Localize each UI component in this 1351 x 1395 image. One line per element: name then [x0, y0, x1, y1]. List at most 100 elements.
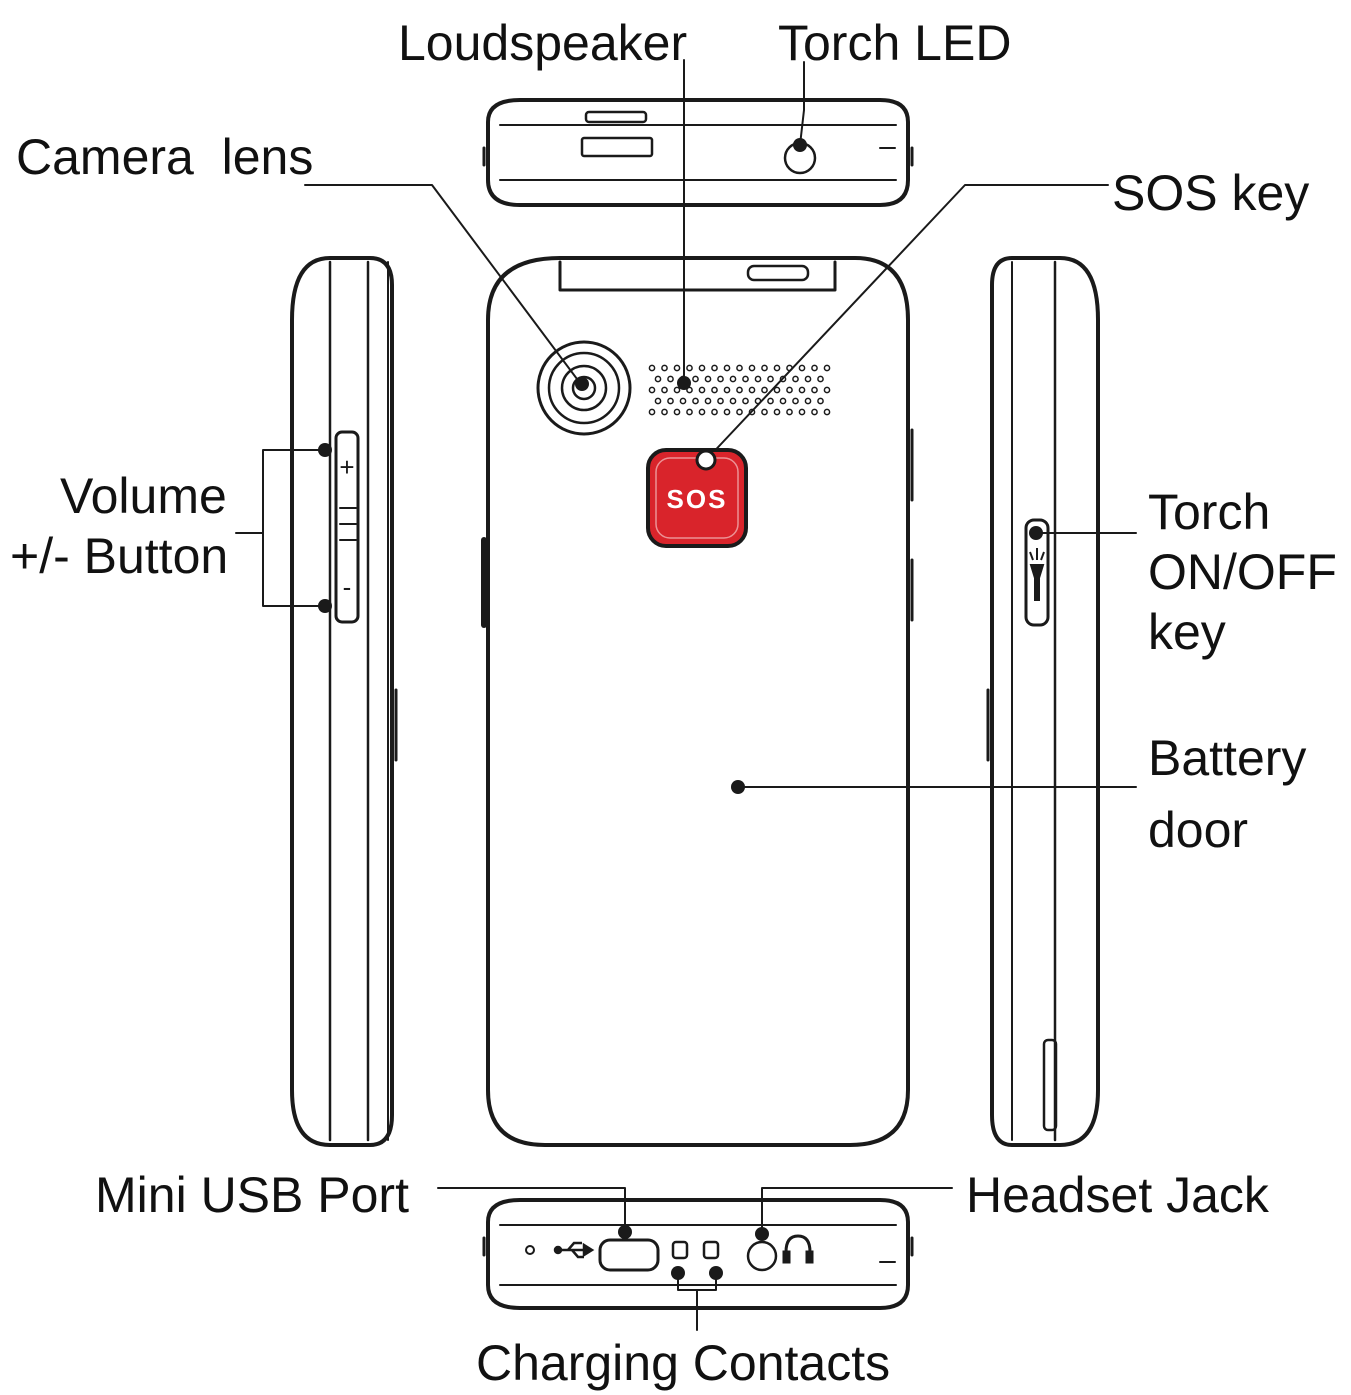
grill-hole: [711, 408, 718, 416]
grill-hole: [698, 364, 706, 372]
dot-volume-plus: [318, 443, 332, 457]
label-battery-line2: door: [1148, 802, 1249, 858]
label-loudspeaker: Loudspeaker: [398, 15, 688, 71]
grill-hole: [792, 375, 799, 383]
grill-hole: [798, 386, 806, 394]
grill-hole: [811, 386, 818, 394]
grill-hole: [742, 397, 749, 405]
grill-hole: [654, 397, 662, 405]
grill-hole: [761, 364, 768, 372]
grill-hole: [692, 375, 699, 383]
grill-hole: [817, 397, 824, 405]
grill-hole: [686, 364, 693, 372]
dot-charging-a: [671, 1266, 685, 1280]
torch-icon: [1029, 548, 1045, 601]
grill-hole: [667, 375, 674, 383]
grill-hole: [667, 397, 674, 405]
phone-left-side-view: [290, 256, 398, 1147]
grill-hole: [679, 397, 687, 405]
grill-hole: [748, 386, 756, 394]
grill-hole: [786, 386, 793, 394]
grill-hole: [823, 364, 831, 372]
grill-hole: [661, 408, 668, 416]
grill-hole: [748, 364, 756, 372]
camera-lens-graphic: [536, 340, 632, 436]
grill-hole: [673, 364, 681, 372]
grill-hole: [711, 364, 718, 372]
dot-mini-usb: [618, 1225, 632, 1239]
grill-hole: [798, 408, 806, 416]
grill-hole: [723, 364, 731, 372]
phone-back-view: [481, 256, 914, 1147]
label-torch-key-line3: key: [1148, 604, 1226, 660]
grill-hole: [661, 386, 668, 394]
label-battery-door: Battery door: [1148, 722, 1306, 866]
phone-right-side-view: [986, 256, 1100, 1147]
dot-torch-key: [1029, 526, 1043, 540]
dot-torch-led: [793, 138, 807, 152]
grill-hole: [742, 375, 749, 383]
dot-volume-minus: [318, 599, 332, 613]
dot-charging-b: [709, 1266, 723, 1280]
grill-hole: [648, 386, 656, 394]
label-volume-button: Volume +/- Button: [10, 466, 228, 586]
grill-hole: [698, 386, 706, 394]
grill-hole: [704, 397, 712, 405]
dot-battery: [731, 780, 745, 794]
grill-hole: [823, 408, 831, 416]
grill-hole: [723, 386, 731, 394]
grill-hole: [817, 375, 824, 383]
leader-dots: [318, 138, 1043, 1280]
grill-hole: [823, 386, 831, 394]
grill-hole: [804, 397, 812, 405]
grill-hole: [717, 375, 724, 383]
grill-hole: [798, 364, 806, 372]
dot-loudspeaker: [677, 376, 691, 390]
grill-hole: [692, 397, 699, 405]
label-volume-line2: +/- Button: [10, 528, 229, 584]
leader-lines: [235, 59, 1137, 1331]
label-charging-contacts: Charging Contacts: [476, 1335, 891, 1391]
grill-hole: [792, 397, 799, 405]
grill-hole: [767, 375, 774, 383]
sos-button-graphic: SOS: [646, 448, 748, 548]
label-mini-usb: Mini USB Port: [95, 1167, 409, 1223]
grill-hole: [767, 397, 774, 405]
label-torch-key-line1: Torch: [1148, 484, 1271, 540]
grill-hole: [761, 408, 768, 416]
label-battery-line1: Battery: [1148, 730, 1307, 786]
grill-hole: [748, 408, 756, 416]
grill-hole: [773, 408, 781, 416]
label-torch-key-line2: ON/OFF: [1148, 544, 1337, 600]
grill-hole: [761, 386, 768, 394]
grill-hole: [686, 386, 693, 394]
grill-hole: [654, 375, 662, 383]
dot-camera-lens: [575, 377, 589, 391]
phone-top-view: [482, 98, 914, 207]
grill-hole: [648, 364, 656, 372]
volume-minus-mark: -: [343, 572, 352, 602]
grill-hole: [804, 375, 812, 383]
grill-hole: [773, 386, 781, 394]
grill-hole: [723, 408, 731, 416]
phone-bottom-view: [482, 1198, 914, 1310]
grill-hole: [661, 364, 668, 372]
grill-hole: [779, 397, 787, 405]
grill-hole: [773, 364, 781, 372]
grill-hole: [729, 397, 737, 405]
grill-hole: [648, 408, 656, 416]
volume-plus-mark: +: [339, 452, 354, 482]
label-headset-jack: Headset Jack: [966, 1167, 1269, 1223]
grill-hole: [736, 364, 743, 372]
headphone-icon: [782, 1234, 814, 1264]
grill-hole: [736, 408, 743, 416]
sos-button-text: SOS: [667, 484, 728, 514]
grill-hole: [779, 375, 787, 383]
grill-hole: [673, 408, 681, 416]
label-torch-key: Torch ON/OFF key: [1148, 482, 1337, 662]
grill-hole: [754, 375, 762, 383]
usb-icon: [553, 1241, 595, 1259]
grill-hole: [698, 408, 706, 416]
label-torch-led: Torch LED: [778, 15, 1012, 71]
